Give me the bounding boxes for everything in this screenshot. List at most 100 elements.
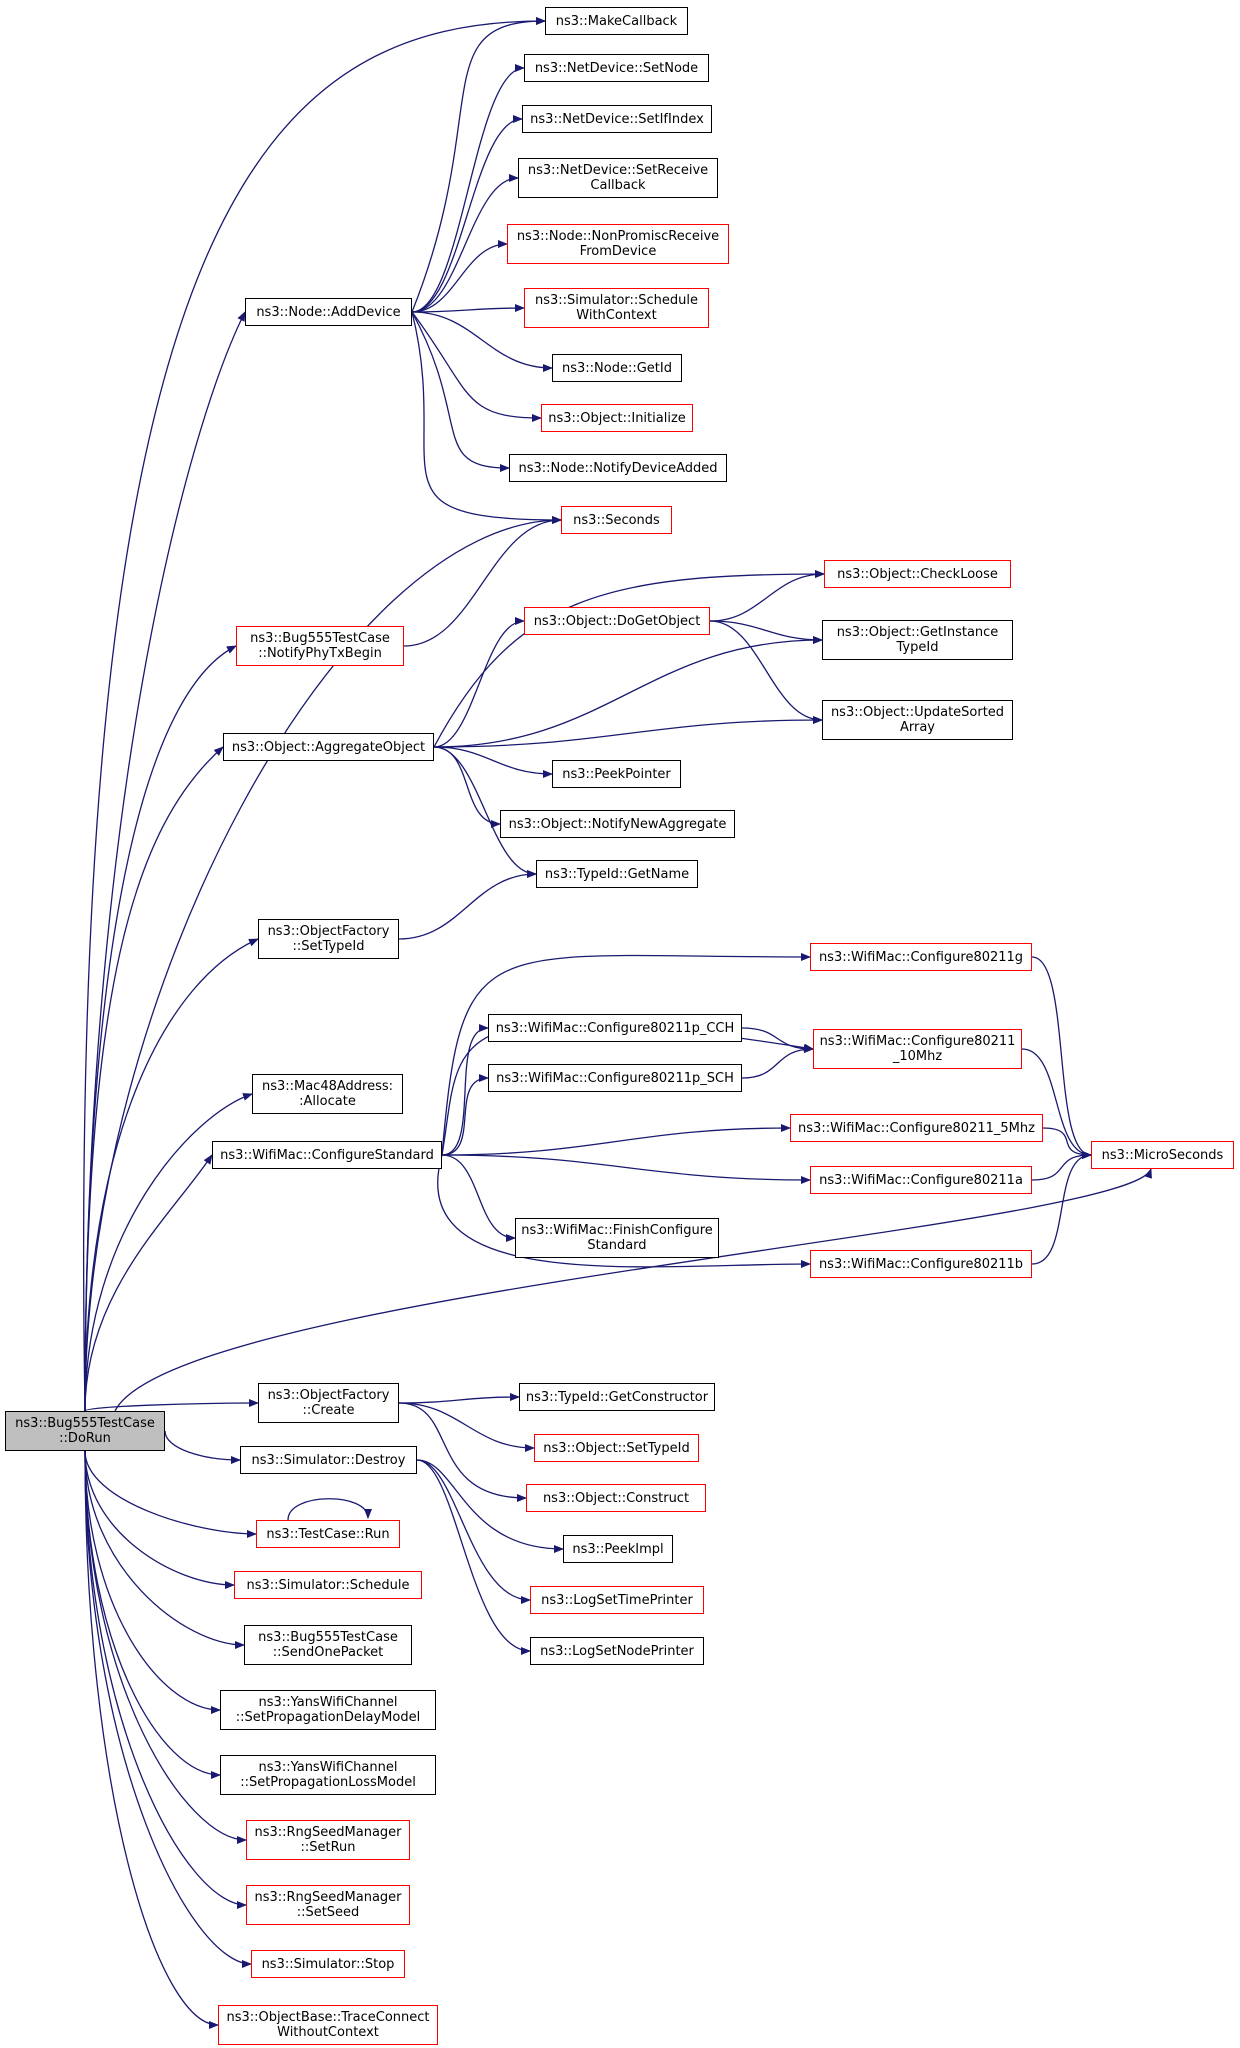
node-setseed[interactable]: ns3::RngSeedManager::SetSeed bbox=[246, 1885, 410, 1925]
edge-ofcreate-to-objsettypeid bbox=[398, 1402, 535, 1452]
node-objinit[interactable]: ns3::Object::Initialize bbox=[541, 404, 693, 432]
node-allocate[interactable]: ns3::Mac48Address::Allocate bbox=[252, 1074, 403, 1114]
node-setdelay[interactable]: ns3::YansWifiChannel::SetPropagationDela… bbox=[220, 1690, 436, 1730]
node-label: ns3::LogSetNodePrinter bbox=[540, 1643, 694, 1659]
edge-dorun-to-ofsettypeid bbox=[84, 938, 259, 1412]
node-label: ::NotifyPhyTxBegin bbox=[258, 646, 382, 661]
node-aggregate[interactable]: ns3::Object::AggregateObject bbox=[223, 733, 434, 761]
node-label: ns3::Mac48Address: bbox=[261, 1079, 394, 1094]
node-peekimpl[interactable]: ns3::PeekImpl bbox=[563, 1535, 673, 1563]
node-label: ns3::Node::NotifyDeviceAdded bbox=[518, 460, 718, 476]
node-simdestroy[interactable]: ns3::Simulator::Destroy bbox=[240, 1446, 417, 1474]
node-seconds[interactable]: ns3::Seconds bbox=[561, 506, 672, 534]
node-cfg11b[interactable]: ns3::WifiMac::Configure80211b bbox=[810, 1250, 1032, 1278]
edge-ofsettypeid-to-getname bbox=[398, 870, 537, 940]
node-setnode[interactable]: ns3::NetDevice::SetNode bbox=[524, 54, 709, 82]
node-label: ns3::Simulator::Stop bbox=[261, 1956, 395, 1972]
node-cfg5mhz[interactable]: ns3::WifiMac::Configure80211_5Mhz bbox=[790, 1114, 1043, 1142]
node-simschedule[interactable]: ns3::Simulator::Schedule bbox=[234, 1571, 422, 1599]
node-cfg10mhz[interactable]: ns3::WifiMac::Configure80211_10Mhz bbox=[813, 1029, 1022, 1069]
edge-aggregate-to-peekpointer bbox=[433, 746, 553, 778]
node-label: ns3::LogSetTimePrinter bbox=[541, 1592, 693, 1608]
edge-adddevice-to-setreceive bbox=[411, 174, 519, 313]
node-label: ns3::MicroSeconds bbox=[1101, 1147, 1224, 1163]
node-label: ns3::Object::Initialize bbox=[548, 410, 686, 426]
node-label: ns3::Bug555TestCase bbox=[258, 1630, 398, 1645]
edge-dorun-to-simdestroy bbox=[164, 1430, 241, 1464]
edge-simdestroy-to-logtime bbox=[416, 1459, 531, 1604]
node-notifyagg[interactable]: ns3::Object::NotifyNewAggregate bbox=[500, 810, 735, 838]
node-label: ::SetRun bbox=[300, 1840, 356, 1855]
node-label: ns3::Object::UpdateSorted bbox=[830, 705, 1005, 720]
node-label: ns3::Node::NonPromiscReceive bbox=[516, 229, 720, 244]
node-setrun[interactable]: ns3::RngSeedManager::SetRun bbox=[246, 1820, 410, 1860]
edge-dorun-to-aggregate bbox=[84, 746, 224, 1412]
edge-aggregate-to-getinstance bbox=[433, 636, 823, 748]
node-label: ns3::Object::AggregateObject bbox=[231, 739, 426, 755]
edge-cfgsch-to-cfg10mhz bbox=[741, 1045, 814, 1079]
node-nodegetid[interactable]: ns3::Node::GetId bbox=[552, 354, 682, 382]
node-lognode[interactable]: ns3::LogSetNodePrinter bbox=[530, 1637, 704, 1665]
node-simstop[interactable]: ns3::Simulator::Stop bbox=[251, 1950, 405, 1978]
edge-cfg11g-to-microseconds bbox=[1031, 956, 1092, 1159]
node-setloss[interactable]: ns3::YansWifiChannel::SetPropagationLoss… bbox=[220, 1755, 436, 1795]
node-checkloose[interactable]: ns3::Object::CheckLoose bbox=[824, 560, 1011, 588]
node-testrun[interactable]: ns3::TestCase::Run bbox=[256, 1520, 400, 1548]
node-label: WithContext bbox=[576, 308, 657, 323]
edge-cfg11b-to-microseconds bbox=[1031, 1151, 1092, 1265]
node-label: TypeId bbox=[896, 640, 939, 655]
node-label: FromDevice bbox=[579, 244, 657, 259]
edge-cfg5mhz-to-microseconds bbox=[1042, 1127, 1092, 1159]
node-label: ns3::Object::SetTypeId bbox=[543, 1440, 690, 1456]
node-logtime[interactable]: ns3::LogSetTimePrinter bbox=[530, 1586, 704, 1614]
edge-aggregate-to-getname bbox=[433, 746, 537, 878]
node-makecallback[interactable]: ns3::MakeCallback bbox=[545, 7, 688, 35]
node-objsettypeid[interactable]: ns3::Object::SetTypeId bbox=[534, 1434, 699, 1462]
node-label: ns3::Bug555TestCase bbox=[250, 631, 390, 646]
node-objconstruct[interactable]: ns3::Object::Construct bbox=[526, 1484, 706, 1512]
edge-configstd-to-cfg11g bbox=[441, 952, 811, 1156]
node-microseconds[interactable]: ns3::MicroSeconds bbox=[1091, 1141, 1234, 1169]
edge-dorun-to-setrun bbox=[84, 1450, 247, 1844]
edge-cfg11a-to-microseconds bbox=[1031, 1151, 1092, 1181]
node-label: ns3::WifiMac::Configure80211p_CCH bbox=[495, 1020, 735, 1036]
edge-configstd-to-cfgcch bbox=[441, 1024, 489, 1156]
node-label: ns3::MakeCallback bbox=[555, 13, 678, 29]
node-peekpointer[interactable]: ns3::PeekPointer bbox=[552, 760, 681, 788]
node-configstd[interactable]: ns3::WifiMac::ConfigureStandard bbox=[212, 1141, 442, 1169]
edge-cfgcch-to-cfg10mhz bbox=[741, 1027, 814, 1053]
node-cfgsch[interactable]: ns3::WifiMac::Configure80211p_SCH bbox=[488, 1064, 742, 1092]
node-dogetobject[interactable]: ns3::Object::DoGetObject bbox=[524, 607, 710, 635]
edge-notifyphy-to-seconds bbox=[403, 516, 562, 647]
node-getctor[interactable]: ns3::TypeId::GetConstructor bbox=[519, 1383, 715, 1411]
node-label: ns3::TypeId::GetName bbox=[544, 866, 690, 882]
node-label: ns3::Object::NotifyNewAggregate bbox=[508, 816, 727, 832]
node-notifyphy[interactable]: ns3::Bug555TestCase::NotifyPhyTxBegin bbox=[236, 626, 404, 666]
node-cfgcch[interactable]: ns3::WifiMac::Configure80211p_CCH bbox=[488, 1014, 742, 1042]
node-dorun[interactable]: ns3::Bug555TestCase::DoRun bbox=[5, 1411, 165, 1451]
node-setifindex[interactable]: ns3::NetDevice::SetIfIndex bbox=[522, 105, 712, 133]
node-label: ns3::WifiMac::Configure80211g bbox=[818, 949, 1024, 965]
edge-adddevice-to-nonpromisc bbox=[411, 240, 508, 313]
edge-dorun-to-setdelay bbox=[84, 1450, 221, 1714]
node-notifydev[interactable]: ns3::Node::NotifyDeviceAdded bbox=[509, 454, 727, 482]
node-cfg11g[interactable]: ns3::WifiMac::Configure80211g bbox=[810, 943, 1032, 971]
edge-dorun-to-testrun bbox=[84, 1450, 257, 1538]
node-adddevice[interactable]: ns3::Node::AddDevice bbox=[245, 298, 412, 326]
edge-adddevice-to-seconds bbox=[411, 311, 562, 524]
node-ofsettypeid[interactable]: ns3::ObjectFactory::SetTypeId bbox=[258, 919, 399, 959]
node-sendone[interactable]: ns3::Bug555TestCase::SendOnePacket bbox=[244, 1625, 412, 1665]
edge-dogetobject-to-checkloose bbox=[709, 570, 825, 622]
node-getname[interactable]: ns3::TypeId::GetName bbox=[536, 860, 698, 888]
node-ofcreate[interactable]: ns3::ObjectFactory::Create bbox=[258, 1383, 399, 1423]
node-cfg11a[interactable]: ns3::WifiMac::Configure80211a bbox=[810, 1166, 1032, 1194]
node-label: ns3::WifiMac::FinishConfigure bbox=[521, 1223, 713, 1238]
